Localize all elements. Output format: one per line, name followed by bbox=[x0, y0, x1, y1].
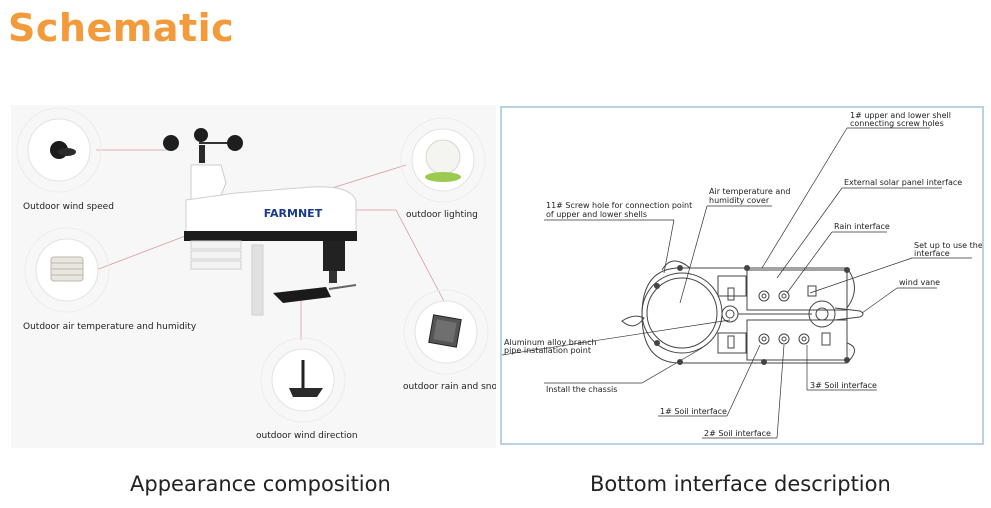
label-air-cover-line2: humidity cover bbox=[709, 196, 770, 205]
label-soil3: 3# Soil interface bbox=[810, 381, 877, 390]
weather-station-illustration: FARMNET Outdoor wind speed Outdoor air t… bbox=[16, 107, 496, 441]
label-air-cover-line1: Air temperature and bbox=[709, 187, 790, 196]
wind-speed-callout bbox=[16, 107, 102, 193]
label-screw-holes-line1: 1# upper and lower shell bbox=[850, 111, 951, 120]
rain-snow-callout bbox=[403, 289, 489, 375]
label-screw11-line1: 11# Screw hole for connection point bbox=[546, 201, 692, 210]
label-wind-speed: Outdoor wind speed bbox=[23, 202, 114, 212]
label-air-temp: Outdoor air temperature and humidity bbox=[23, 322, 197, 332]
label-chassis: Install the chassis bbox=[546, 385, 617, 394]
label-wind-direction: outdoor wind direction bbox=[256, 431, 358, 441]
wind-direction-callout bbox=[260, 337, 346, 423]
label-soil2: 2# Soil interface bbox=[704, 429, 771, 438]
label-branch-line1: Aluminum alloy branch bbox=[504, 338, 597, 347]
bottom-interface-panel: 1# upper and lower shell connecting scre… bbox=[500, 106, 984, 445]
appearance-panel: FARMNET Outdoor wind speed Outdoor air t… bbox=[11, 105, 496, 448]
label-rain-snow: outdoor rain and snow bbox=[403, 382, 496, 392]
label-branch-line2: pipe installation point bbox=[504, 346, 591, 355]
weather-station-device: FARMNET bbox=[163, 128, 357, 316]
label-wind-vane: wind vane bbox=[899, 278, 940, 287]
label-lighting: outdoor lighting bbox=[406, 210, 478, 220]
appearance-caption: Appearance composition bbox=[130, 472, 391, 496]
page-title: Schematic bbox=[8, 6, 235, 50]
label-screw-holes-line2: connecting screw holes bbox=[850, 119, 944, 128]
label-rain: Rain interface bbox=[834, 222, 890, 231]
label-usb-line2: interface bbox=[914, 249, 950, 258]
label-usb-line1: Set up to use the USB bbox=[914, 241, 982, 250]
lighting-callout bbox=[400, 117, 486, 203]
bottom-interface-caption: Bottom interface description bbox=[590, 472, 891, 496]
air-temp-callout bbox=[24, 227, 110, 313]
bottom-interface-diagram: 1# upper and lower shell connecting scre… bbox=[502, 111, 982, 439]
label-soil1: 1# Soil interface bbox=[660, 407, 727, 416]
label-screw11-line2: of upper and lower shells bbox=[546, 210, 647, 219]
label-solar: External solar panel interface bbox=[844, 178, 962, 187]
device-bottom-outline bbox=[621, 260, 864, 365]
brand-logo: FARMNET bbox=[264, 207, 323, 220]
